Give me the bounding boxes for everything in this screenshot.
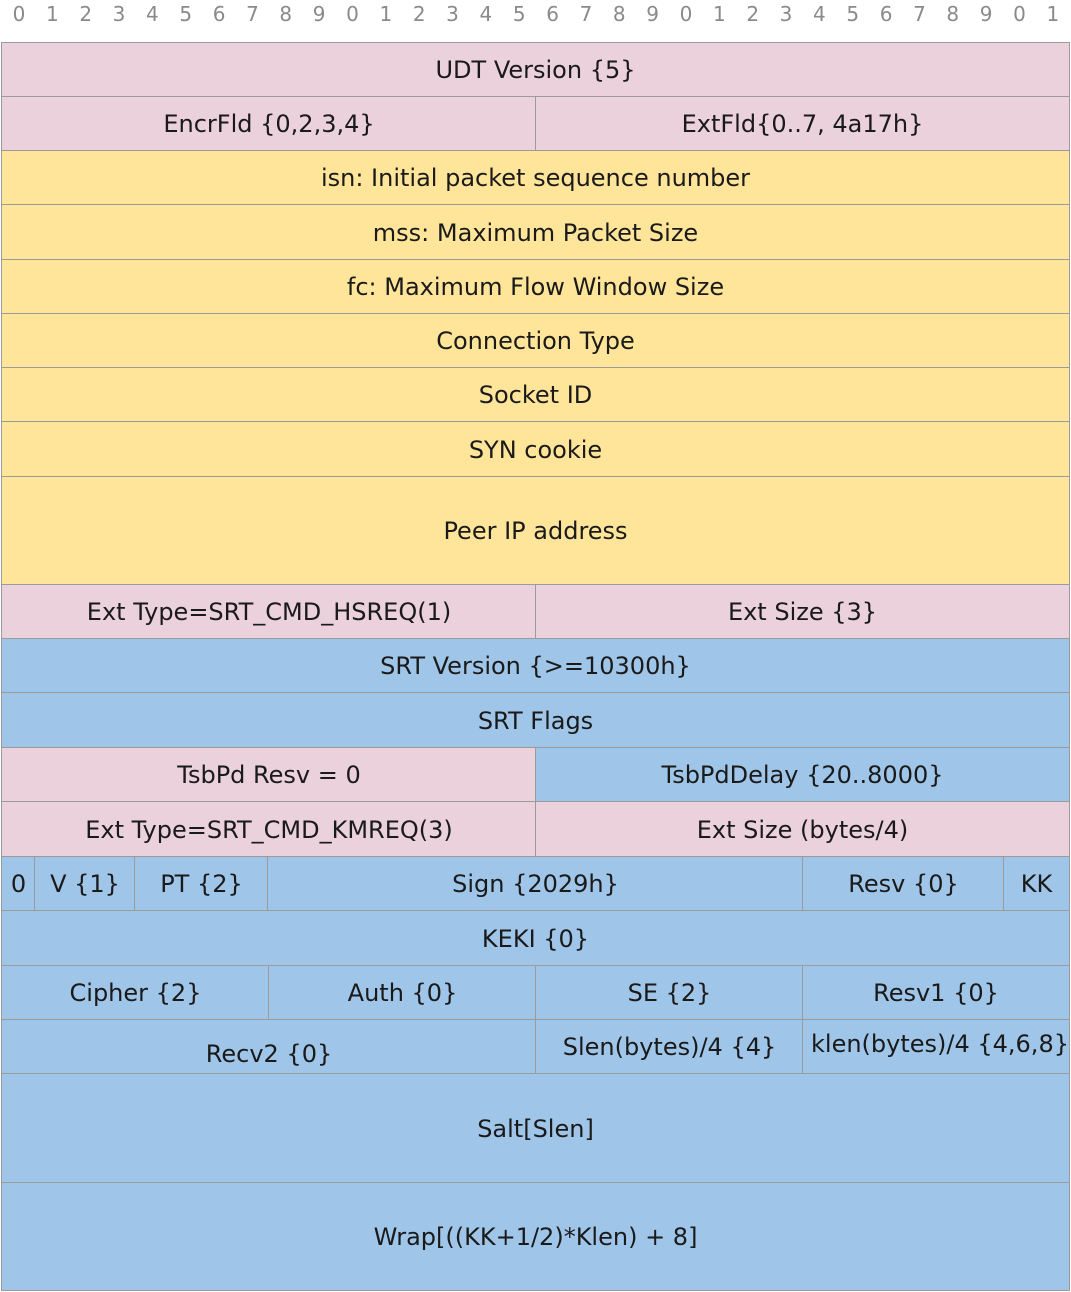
- bit-label: 6: [546, 2, 559, 26]
- encr-fld-field: EncrFld {0,2,3,4}: [1, 96, 537, 152]
- udt-version-field: UDT Version {5}: [1, 42, 1070, 98]
- bit-label: 5: [512, 2, 526, 26]
- bit-label: 8: [612, 2, 626, 26]
- auth-field: Auth {0}: [268, 965, 537, 1021]
- bit-label: 8: [946, 2, 960, 26]
- bit-label: 1: [712, 2, 726, 26]
- bit-label: 5: [846, 2, 860, 26]
- resv-field: Resv {0}: [802, 856, 1005, 912]
- connection-type-field: Connection Type: [1, 313, 1070, 369]
- bit-label: 0: [1013, 2, 1026, 26]
- bit-label: 3: [446, 2, 459, 26]
- salt-field: Salt[Slen]: [1, 1073, 1070, 1184]
- bit-label: 9: [646, 2, 659, 26]
- cipher-field: Cipher {2}: [1, 965, 270, 1021]
- slen-field: Slen(bytes)/4 {4}: [535, 1019, 804, 1075]
- bit-label: 1: [379, 2, 393, 26]
- bit-label: 0: [346, 2, 359, 26]
- bit-label: 9: [312, 2, 326, 26]
- bit-label: 2: [746, 2, 760, 26]
- bit-label: 7: [579, 2, 593, 26]
- zero-bit-field: 0: [1, 856, 36, 912]
- ext-type-kmreq-field: Ext Type=SRT_CMD_KMREQ(3): [1, 801, 537, 858]
- se-field: SE {2}: [535, 965, 804, 1021]
- bit-label: 0: [12, 2, 26, 26]
- srt-version-field: SRT Version {>=10300h}: [1, 638, 1070, 694]
- wrap-field: Wrap[((KK+1/2)*Klen) + 8]: [1, 1182, 1070, 1291]
- bit-label: 4: [479, 2, 493, 26]
- isn-field: isn: Initial packet sequence number: [1, 150, 1070, 206]
- tsbpd-resv-field: TsbPd Resv = 0: [1, 747, 537, 803]
- bit-label: 2: [79, 2, 93, 26]
- syn-cookie-field: SYN cookie: [1, 421, 1070, 478]
- srt-flags-field: SRT Flags: [1, 692, 1070, 749]
- bit-label: 3: [112, 2, 126, 26]
- peer-ip-field: Peer IP address: [1, 476, 1070, 586]
- bit-label: 7: [246, 2, 259, 26]
- bit-label: 9: [979, 2, 993, 26]
- bit-label: 5: [179, 2, 193, 26]
- tsbpd-delay-field: TsbPdDelay {20..8000}: [535, 747, 1070, 803]
- sign-field: Sign {2029h}: [267, 856, 804, 912]
- kk-field: KK: [1003, 856, 1070, 912]
- bit-label: 4: [146, 2, 159, 26]
- bit-label: 6: [879, 2, 893, 26]
- resv1-field: Resv1 {0}: [802, 965, 1070, 1021]
- bit-label: 4: [813, 2, 826, 26]
- bit-label: 8: [279, 2, 293, 26]
- mss-field: mss: Maximum Packet Size: [1, 204, 1070, 261]
- bit-label: 6: [212, 2, 226, 26]
- ext-size-bytes-field: Ext Size (bytes/4): [535, 801, 1070, 858]
- fc-field: fc: Maximum Flow Window Size: [1, 259, 1070, 315]
- packet-type-field: PT {2}: [134, 856, 269, 912]
- ext-size-3-field: Ext Size {3}: [535, 584, 1070, 640]
- bit-label: 7: [913, 2, 926, 26]
- keki-field: KEKI {0}: [1, 910, 1070, 967]
- ext-type-hsreq-field: Ext Type=SRT_CMD_HSREQ(1): [1, 584, 537, 640]
- bit-label: 1: [45, 2, 59, 26]
- version-field: V {1}: [34, 856, 136, 912]
- bit-label: 1: [1046, 2, 1060, 26]
- klen-field: klen(bytes)/4 {4,6,8}: [802, 1019, 1070, 1075]
- ext-fld-field: ExtFld{0..7, 4a17h}: [535, 96, 1070, 152]
- bit-label: 3: [779, 2, 793, 26]
- recv2-field: Recv2 {0}: [1, 1019, 537, 1075]
- socket-id-field: Socket ID: [1, 367, 1070, 423]
- bit-label: 2: [412, 2, 426, 26]
- bit-label: 0: [679, 2, 693, 26]
